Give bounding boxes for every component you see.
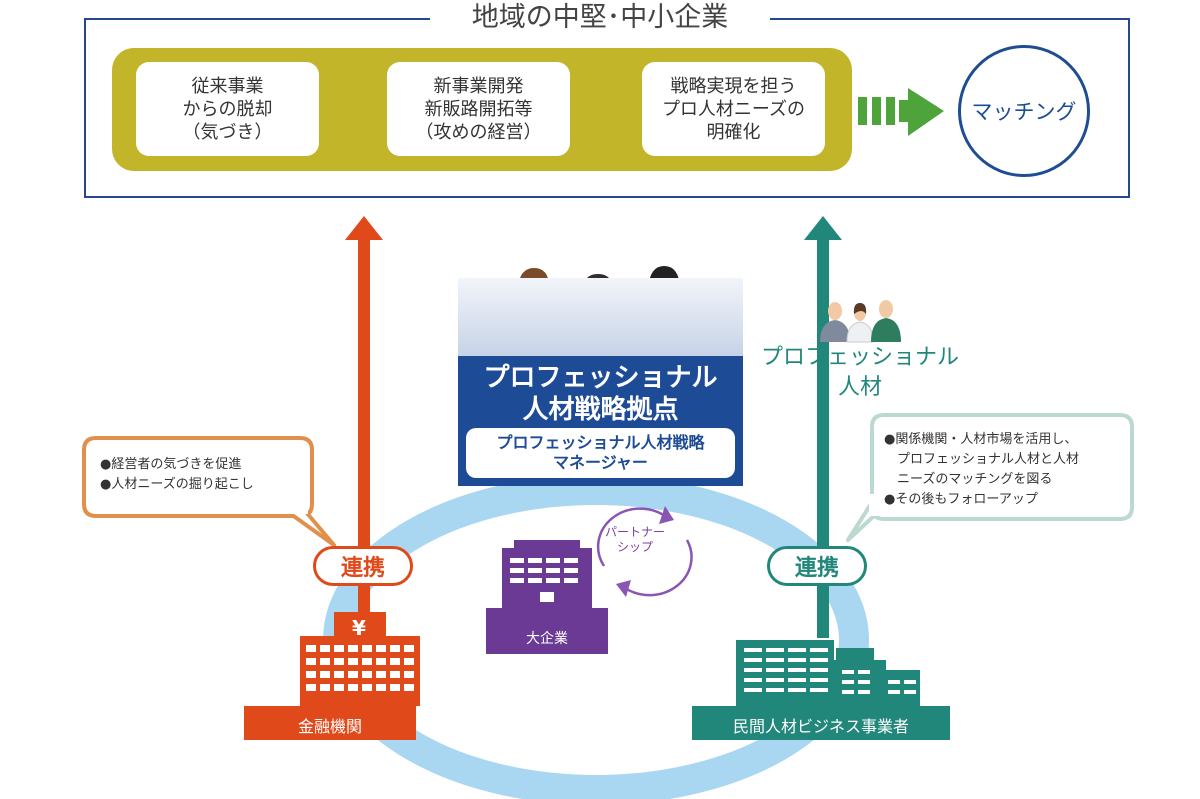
financial-institution-building [244,612,420,740]
callout-right-bubble [846,413,1134,542]
large-company-label: 大企業 [526,631,568,647]
step-box-2: 新事業開発 新販路開拓等 （攻めの経営） [387,62,570,156]
sme-title: 地域の中堅･中小企業 [430,2,770,34]
manager-label: プロフェッショナル人材戦略 マネージャー [466,428,735,478]
professional-talent-label: プロフェッショナル 人材 [760,345,959,400]
renkei-tag-left: 連携 [313,546,413,586]
yen-icon: ¥ [352,616,366,640]
left-up-arrow [345,216,383,636]
financial-institution-label: 金融機関 [297,717,362,736]
partnership-cycle-icon [596,506,693,597]
matching-circle: マッチング [958,45,1090,177]
step-box-1: 従来事業 からの脱却 （気づき） [136,62,319,156]
renkei-label-left: 連携 [340,556,385,581]
callout-left-bubble [82,436,336,547]
matching-arrow [858,88,944,136]
step-box-3: 戦略実現を担う プロ人材ニーズの 明確化 [642,62,825,156]
callout-right-text: ●関係機関・人材市場を活用し、 プロフェッショナル人材と人材 ニーズのマッチング… [884,432,1080,507]
renkei-label-right: 連携 [794,556,839,581]
matching-label: マッチング [971,100,1077,124]
large-company-building [486,540,608,654]
private-hr-label: 民間人材ビジネス事業者 [732,717,909,736]
hub-title: プロフェッショナル 人材戦略拠点 [483,363,718,425]
private-hr-building [692,640,950,740]
renkei-tag-right: 連携 [767,546,867,586]
hub-photo-backdrop [458,278,743,358]
callout-left-text: ●経営者の気づきを促進 ●人材ニーズの掘り起こし [100,457,254,492]
professional-people-icon [820,300,901,343]
partnership-label: パートナー シップ [604,525,665,554]
